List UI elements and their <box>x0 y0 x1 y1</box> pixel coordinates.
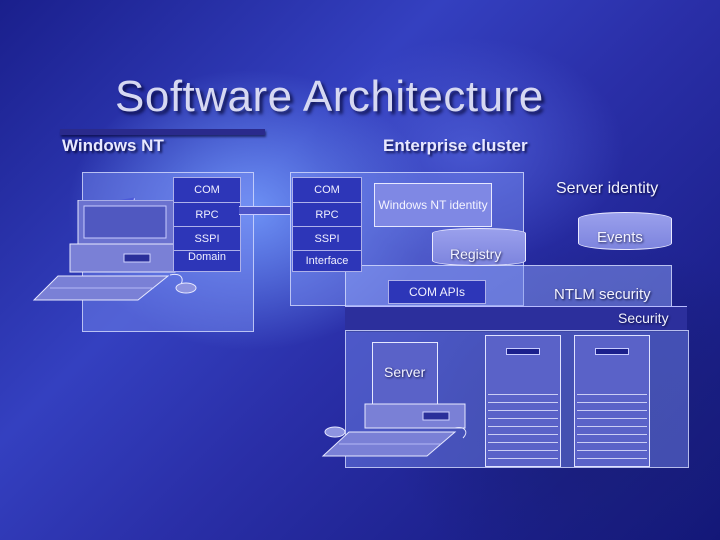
right-sspi-box: SSPI <box>292 226 362 252</box>
windows-nt-heading: Windows NT <box>62 136 164 156</box>
left-domain-box: Domain <box>173 250 241 272</box>
slide-title: Software Architecture <box>115 72 544 122</box>
server-tower-1-icon <box>485 335 561 467</box>
events-label: Events <box>597 229 643 246</box>
server-tower-2-icon <box>574 335 650 467</box>
right-rpc-box: RPC <box>292 202 362 228</box>
left-sspi-box: SSPI <box>173 226 241 252</box>
right-interface-box: Interface <box>292 250 362 272</box>
enterprise-cluster-heading: Enterprise cluster <box>383 136 528 156</box>
com-apis-box: COM APIs <box>388 280 486 304</box>
right-com-box: COM <box>292 177 362 203</box>
security-label: Security <box>618 310 669 326</box>
left-com-box: COM <box>173 177 241 203</box>
registry-label: Registry <box>450 246 501 262</box>
server-workstation-icon <box>315 402 475 464</box>
left-rpc-box: RPC <box>173 202 241 228</box>
rpc-connector <box>239 206 290 215</box>
title-underline <box>60 129 265 135</box>
server-label: Server <box>384 364 425 380</box>
ntlm-security-label: NTLM security <box>554 286 651 303</box>
server-identity-label: Server identity <box>556 180 658 198</box>
windows-nt-identity-box: Windows NT identity <box>374 183 492 227</box>
